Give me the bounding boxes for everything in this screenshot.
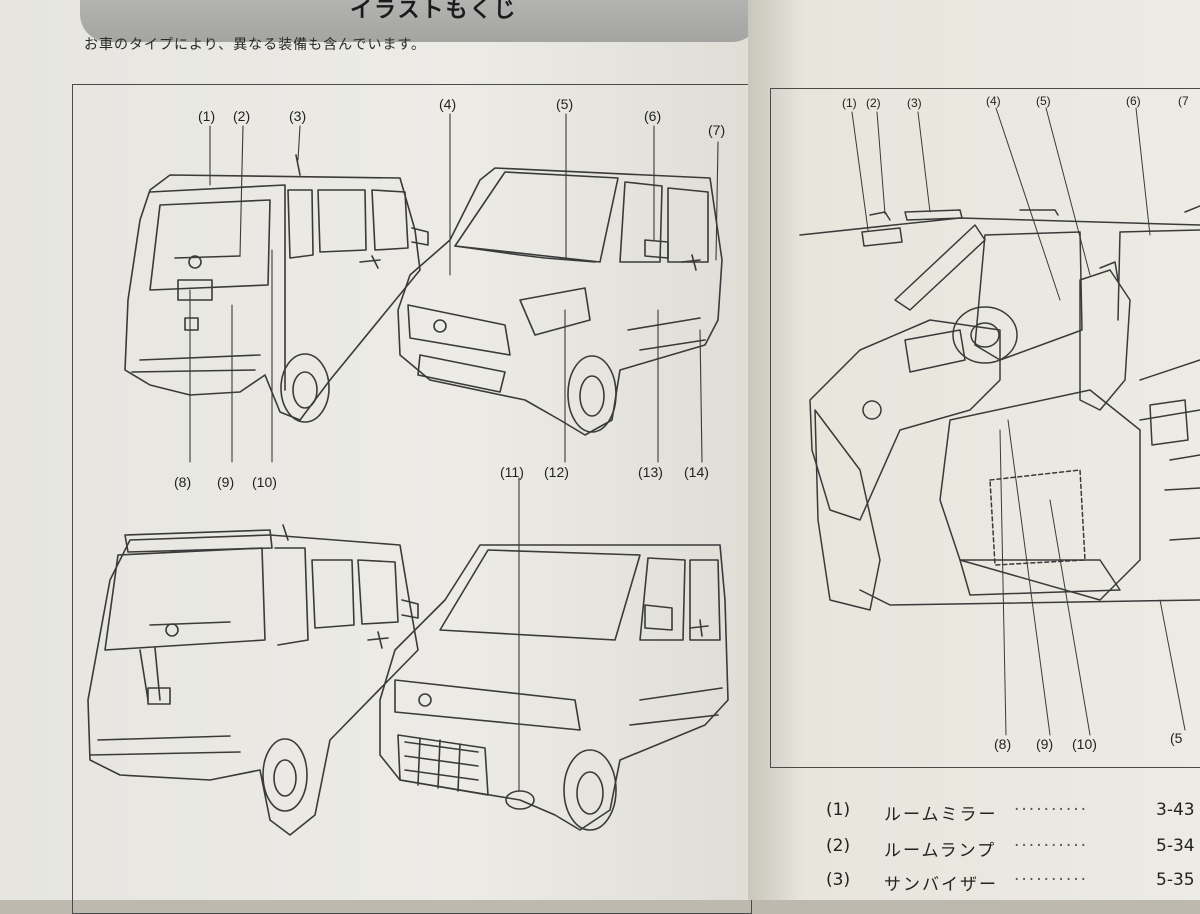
legend-page: 5-35: [1156, 870, 1195, 890]
legend-dots: ··········: [1014, 870, 1089, 890]
car-front-view-bottom: [379, 544, 729, 831]
callout-13: (13): [638, 464, 663, 480]
title-bar: [80, 0, 760, 42]
left-page: イラストもくじ お車のタイプにより、異なる装備も含んでいます。: [0, 0, 770, 914]
callout-2: (2): [233, 108, 251, 124]
callout-9: (9): [217, 474, 235, 490]
exterior-car-drawings: [87, 113, 729, 836]
legend-label: サンバイザー: [884, 875, 998, 895]
legend-number: (1): [826, 800, 851, 820]
callout-5: (5): [556, 96, 574, 112]
interior-callout-7: (7: [1178, 94, 1189, 108]
legend-page: 5-34: [1156, 836, 1195, 856]
car-rear-view-bottom: [87, 524, 419, 836]
legend-page: 3-43: [1156, 800, 1195, 820]
callout-12: (12): [544, 464, 569, 480]
interior-callout-5: (5): [1036, 94, 1051, 108]
page-subtitle: お車のタイプにより、異なる装備も含んでいます。: [84, 37, 427, 53]
interior-callout-6: (6): [1126, 94, 1141, 108]
interior-illustration-frame: [770, 88, 1200, 768]
right-page: [748, 0, 1200, 900]
legend-dots: ··········: [1014, 800, 1089, 820]
interior-callout-3: (3): [907, 96, 922, 110]
legend-label: ルームミラー: [884, 805, 998, 825]
interior-callout-2: (2): [866, 96, 881, 110]
callout-14: (14): [684, 464, 709, 480]
interior-callout-1: (1): [842, 96, 857, 110]
callout-11: (11): [500, 464, 524, 480]
callout-4: (4): [439, 96, 457, 112]
interior-callout-9: (9): [1036, 736, 1054, 752]
callout-6: (6): [644, 108, 662, 124]
callout-3: (3): [289, 108, 307, 124]
callout-1: (1): [198, 108, 216, 124]
legend-number: (3): [826, 870, 851, 890]
callout-8: (8): [174, 474, 192, 490]
legend-number: (2): [826, 836, 851, 856]
callout-10: (10): [252, 474, 277, 490]
interior-callout-4: (4): [986, 94, 1001, 108]
interior-callout-10: (10): [1072, 736, 1097, 752]
car-front-view-top: [397, 167, 723, 436]
leader-lines: [189, 113, 719, 791]
page-title: イラストもくじ: [350, 0, 518, 23]
interior-callout-5b: (5: [1170, 730, 1183, 746]
interior-callout-8: (8): [994, 736, 1012, 752]
legend-dots: ··········: [1014, 836, 1089, 856]
callout-7: (7): [708, 122, 726, 138]
legend-label: ルームランプ: [884, 841, 997, 861]
